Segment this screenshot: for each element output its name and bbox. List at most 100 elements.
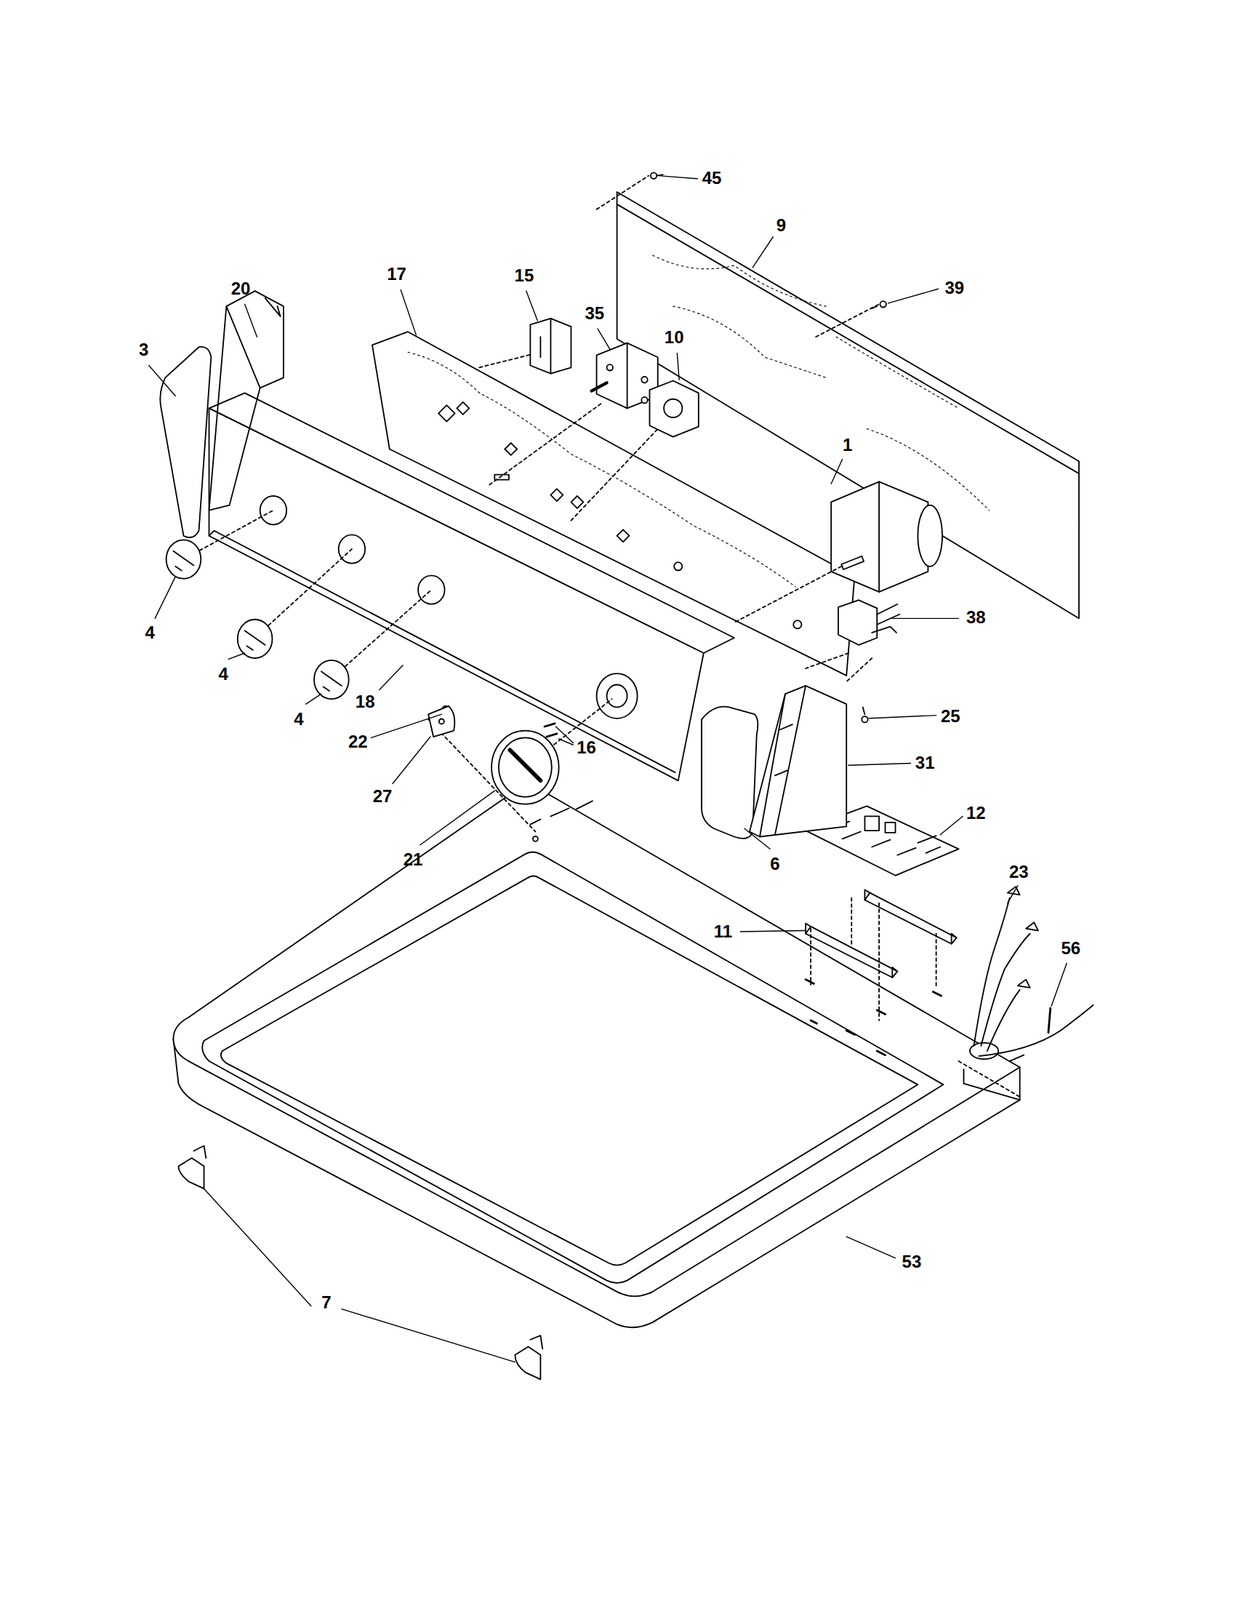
callout-number: 16 xyxy=(575,737,598,757)
leader-line xyxy=(371,713,443,738)
control-panel xyxy=(596,673,638,719)
wire-harness xyxy=(974,886,1094,1056)
hinge-clip xyxy=(514,1346,541,1380)
switch-component xyxy=(591,382,608,391)
board-bracket xyxy=(805,889,957,1021)
timer xyxy=(878,481,880,592)
switch-component xyxy=(607,364,613,371)
leader-line xyxy=(228,652,245,659)
knob xyxy=(498,737,552,797)
top-panel xyxy=(805,979,942,1055)
leader-line xyxy=(379,665,403,690)
callout-number: 18 xyxy=(354,692,377,712)
knob xyxy=(166,539,202,579)
callout-number: 38 xyxy=(964,607,988,627)
screw xyxy=(861,716,868,722)
control-panel xyxy=(607,684,628,708)
switch-component xyxy=(540,318,551,374)
leader-line xyxy=(420,790,495,845)
terminal-block xyxy=(838,599,877,645)
back-panel xyxy=(617,204,1079,474)
leader-line xyxy=(744,828,770,849)
timer xyxy=(831,481,928,592)
knob xyxy=(237,619,273,658)
callout-number: 23 xyxy=(1007,862,1031,882)
leader-line xyxy=(658,175,698,179)
callout-number: 31 xyxy=(913,753,937,773)
mounting-bracket xyxy=(428,705,455,737)
knob xyxy=(173,551,194,571)
callout-number: 22 xyxy=(346,732,370,752)
leader-line xyxy=(526,290,538,321)
terminal-block xyxy=(805,599,900,682)
back-panel xyxy=(596,175,650,210)
hinge-clip xyxy=(194,1145,207,1158)
wire-harness xyxy=(1048,1007,1051,1033)
leader-line xyxy=(868,715,937,719)
end-cap xyxy=(775,724,793,776)
end-cap xyxy=(749,685,847,837)
screw xyxy=(863,706,866,714)
switch-component xyxy=(641,376,648,383)
top-panel xyxy=(221,875,918,1265)
timer xyxy=(734,481,943,623)
leader-line xyxy=(848,763,912,766)
callout-number: 27 xyxy=(371,786,395,806)
wire-harness xyxy=(979,1004,1094,1056)
switch-component xyxy=(641,396,648,403)
switch-component xyxy=(663,399,682,418)
leader-line xyxy=(888,288,939,304)
callout-number: 3 xyxy=(137,340,150,360)
wire-harness xyxy=(980,933,1030,1046)
knob xyxy=(509,749,541,781)
screw xyxy=(544,723,557,737)
board-bracket xyxy=(810,897,937,1021)
callout-number: 10 xyxy=(663,327,686,347)
leader-line xyxy=(1051,962,1067,1006)
console-backplate xyxy=(793,620,802,629)
leader-line xyxy=(1007,885,1018,904)
control-panel xyxy=(183,510,612,768)
knob xyxy=(166,539,560,804)
callout-number: 7 xyxy=(319,1292,333,1312)
control-panel xyxy=(209,530,676,773)
terminal-block xyxy=(871,626,897,633)
knob xyxy=(245,630,266,650)
timer xyxy=(734,566,842,623)
callout-number: 53 xyxy=(900,1251,924,1271)
control-panel xyxy=(260,495,287,525)
control-board xyxy=(884,822,896,833)
leader-line xyxy=(752,237,773,268)
switch-component xyxy=(530,318,571,374)
control-panel xyxy=(418,575,445,604)
switch-component xyxy=(596,343,658,409)
leader-line xyxy=(846,1236,896,1258)
back-panel xyxy=(815,303,880,337)
callout-number: 21 xyxy=(402,849,425,869)
knob xyxy=(314,660,349,699)
leader-line xyxy=(154,576,176,619)
top-panel xyxy=(963,1068,1020,1100)
callout-number: 17 xyxy=(385,264,408,284)
leader-line xyxy=(740,930,806,932)
timer xyxy=(917,505,943,567)
wire-harness xyxy=(987,989,1021,1051)
screw xyxy=(879,301,886,307)
end-cap xyxy=(209,306,261,511)
end-cap xyxy=(701,706,758,839)
callout-number: 56 xyxy=(1059,938,1082,958)
wire-harness xyxy=(974,897,1010,1046)
end-cap xyxy=(159,346,211,538)
end-cap xyxy=(226,290,284,388)
back-panel xyxy=(652,255,990,511)
callout-number: 12 xyxy=(964,803,988,823)
callout-number: 25 xyxy=(939,706,962,726)
mounting-bracket xyxy=(428,705,455,737)
hinge-clip xyxy=(178,1157,204,1189)
switch-component xyxy=(626,343,629,409)
callout-number: 35 xyxy=(583,303,606,323)
screw xyxy=(650,172,657,179)
leader-line xyxy=(245,303,258,337)
end-cap xyxy=(265,298,281,317)
